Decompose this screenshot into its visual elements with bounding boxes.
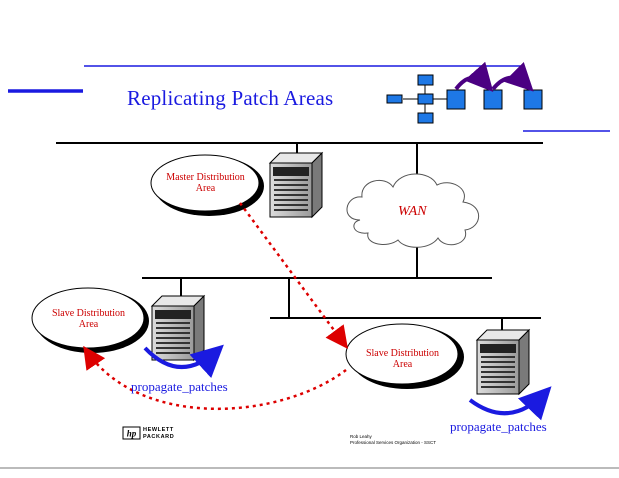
propagate-arc-right-icon: [468, 386, 552, 421]
replication-arrow-master-to-slave: [238, 202, 348, 350]
slave-area-right-label-line2: Area: [392, 359, 413, 370]
slave-area-right-label-line1: Slave Distribution: [365, 348, 440, 359]
hp-logo-line2: PACKARD: [143, 433, 175, 440]
svg-text:hp: hp: [127, 429, 137, 439]
slave-server-right-icon: [476, 329, 530, 395]
propagate-arc-left-icon: [143, 344, 224, 379]
network-lines: [56, 142, 543, 340]
wan-label: WAN: [398, 204, 427, 219]
slave-server-left-icon: [151, 295, 205, 361]
master-server-icon: [269, 152, 323, 218]
propagate-label-left: propagate_patches: [131, 379, 228, 394]
footer-organization: Professional Services Organization - SSC…: [350, 440, 437, 445]
hp-logo-line1: HEWLETT: [143, 427, 174, 433]
slave-area-left-label-line1: Slave Distribution: [51, 308, 126, 319]
hp-logo-icon: hp: [122, 426, 141, 440]
slave-area-left-label: Slave Distribution Area: [36, 308, 141, 330]
replication-arrow-slave-to-slave: [83, 345, 347, 410]
propagate-label-right: propagate_patches: [450, 419, 547, 434]
hp-logo-text: HEWLETT PACKARD: [143, 427, 174, 440]
master-area-ellipse: [150, 154, 264, 216]
master-area-label-line2: Area: [195, 183, 216, 194]
footer-author: Rob Leahy: [350, 434, 372, 439]
footer-credit: Rob Leahy Professional Services Organiza…: [350, 434, 436, 446]
master-area-label: Master Distribution Area: [153, 172, 258, 194]
page-title: Replicating Patch Areas: [127, 86, 334, 110]
slave-area-right-ellipse: [345, 323, 464, 389]
slave-area-left-label-line2: Area: [78, 319, 99, 330]
wan-cloud: [346, 173, 480, 248]
slave-area-right-label: Slave Distribution Area: [350, 348, 455, 370]
master-area-label-line1: Master Distribution: [166, 172, 245, 183]
slave-area-left-ellipse: [31, 287, 149, 353]
flow-graphic-icon: [386, 61, 543, 124]
